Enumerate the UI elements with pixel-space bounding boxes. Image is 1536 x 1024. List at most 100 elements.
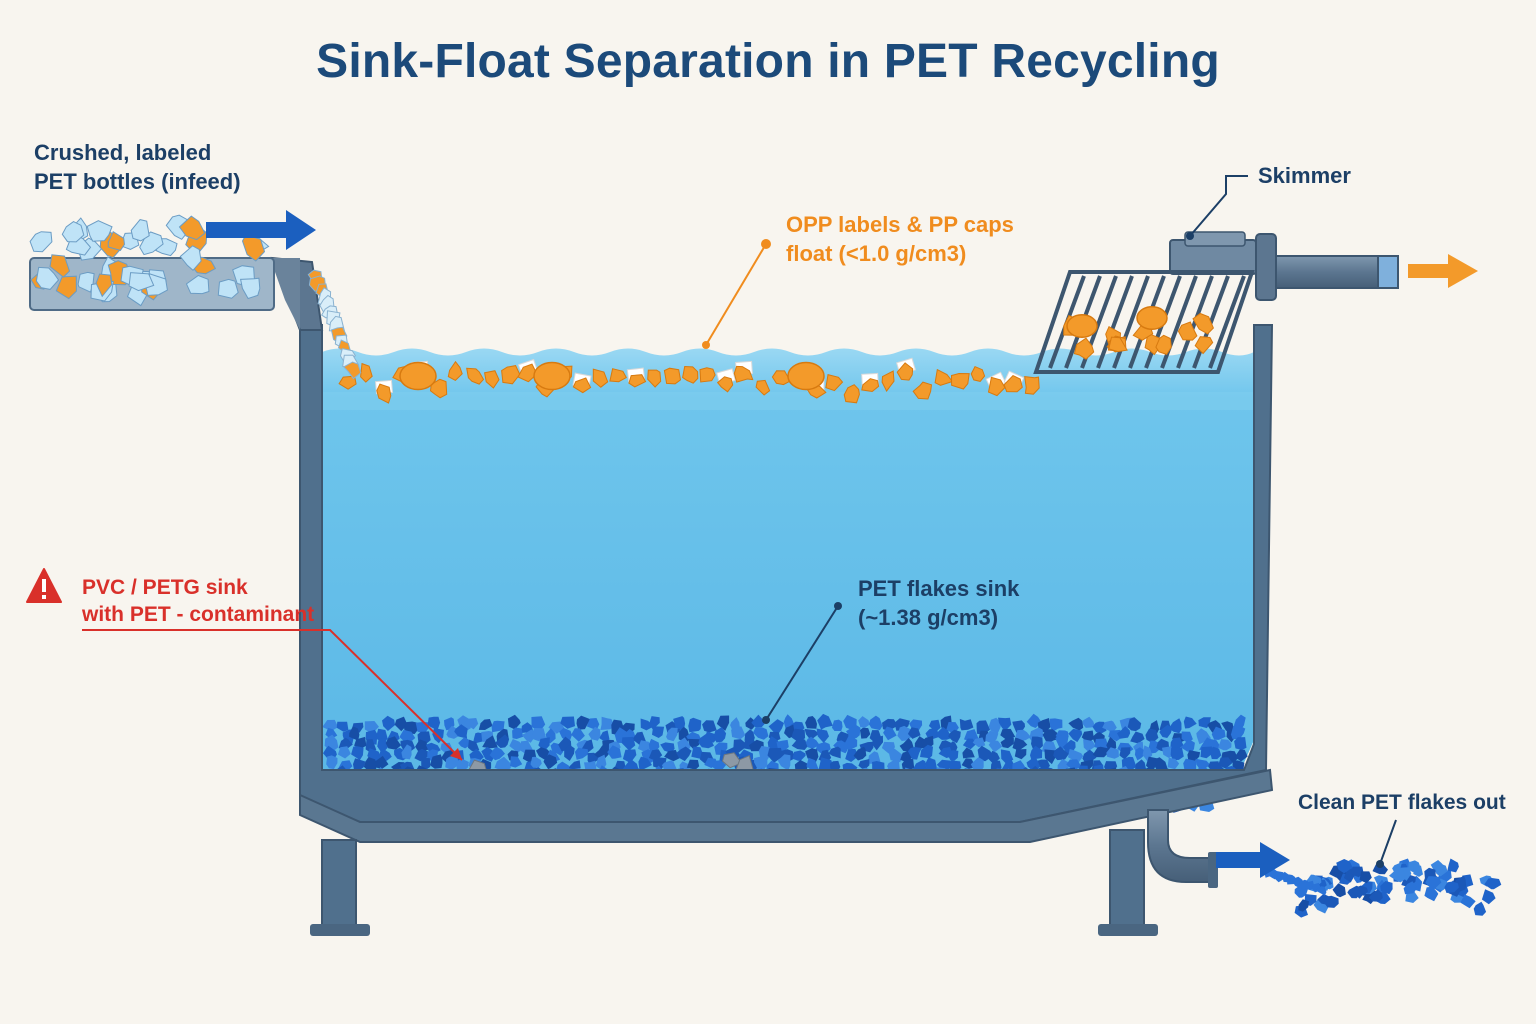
pet-flake xyxy=(660,742,675,754)
outlet-pet-flake xyxy=(1481,889,1496,905)
pet-flake xyxy=(1053,746,1069,761)
sink-label-line-2: (~1.38 g/cm3) xyxy=(858,605,999,630)
pet-flake xyxy=(853,746,867,761)
pet-flake xyxy=(753,727,769,740)
pet-flake xyxy=(337,746,351,759)
pet-flake xyxy=(385,736,401,750)
outlet-pet-flake xyxy=(1473,901,1487,916)
pet-flake xyxy=(648,716,660,730)
pet-flake xyxy=(510,756,523,768)
pet-flake xyxy=(427,716,441,731)
crushed-bottle-piece xyxy=(239,277,261,300)
pet-flake xyxy=(1183,716,1197,729)
outlet-pet-flake xyxy=(1436,863,1448,877)
pp-cap-fragment xyxy=(447,360,463,382)
outlet-leader-dot xyxy=(1376,860,1384,868)
falling-material-stream xyxy=(307,269,362,380)
pet-flake xyxy=(600,716,615,730)
pet-flake xyxy=(792,750,806,761)
pet-flake xyxy=(640,718,654,731)
rake-bar xyxy=(1208,275,1246,369)
pet-flake xyxy=(363,757,378,772)
outlet-label: Clean PET flakes out xyxy=(1298,791,1506,814)
crushed-bottle-piece xyxy=(241,234,266,262)
pet-flake xyxy=(1106,747,1119,759)
pet-flake xyxy=(1127,717,1142,732)
crushed-bottle-piece xyxy=(35,266,60,290)
pet-flake xyxy=(1170,747,1184,761)
outlet-pet-flake xyxy=(1332,883,1346,898)
pet-flake xyxy=(322,719,339,732)
crushed-bottle-piece xyxy=(179,245,202,272)
pp-cap-fragment xyxy=(881,370,895,392)
outlet-pipe xyxy=(1147,809,1213,883)
pet-flake xyxy=(1044,749,1056,765)
pet-flake xyxy=(1082,749,1097,763)
pet-flake xyxy=(507,714,521,730)
pp-cap-fragment xyxy=(843,384,860,404)
pet-flake xyxy=(920,744,933,759)
pet-flake xyxy=(881,741,895,754)
pet-flake xyxy=(607,745,622,759)
float-leader-line xyxy=(705,243,767,346)
pet-flake xyxy=(1102,720,1117,734)
pet-flake xyxy=(1057,758,1070,772)
warning-icon xyxy=(26,566,62,606)
pet-flake xyxy=(1094,738,1110,750)
pet-flake xyxy=(907,747,922,760)
pp-cap-fragment xyxy=(682,365,699,384)
skimmer-leader-line xyxy=(1189,175,1248,237)
pp-cap xyxy=(787,361,825,391)
sink-label-line-1: PET flakes sink xyxy=(858,576,1020,601)
pet-flake xyxy=(828,746,841,759)
pet-flake xyxy=(638,756,652,770)
pet-flake xyxy=(935,726,951,740)
pet-flake xyxy=(325,727,338,740)
skimmer-discharge-pipe xyxy=(1255,255,1397,289)
pet-flake xyxy=(666,727,678,742)
pp-cap xyxy=(399,361,437,391)
pet-flake xyxy=(676,746,692,762)
pet-flake xyxy=(805,716,817,729)
pet-flake xyxy=(867,751,881,764)
pet-flake xyxy=(749,739,764,752)
crushed-bottle-piece xyxy=(55,275,77,300)
pet-flake xyxy=(586,718,600,731)
outlet-pet-flake xyxy=(1444,881,1459,893)
pp-cap-fragment xyxy=(572,377,592,394)
pet-flake xyxy=(871,735,883,751)
tank-foot-left xyxy=(310,924,370,936)
pet-flake xyxy=(691,746,704,759)
outlet-pet-flake xyxy=(1368,889,1383,902)
pet-flake xyxy=(907,727,921,739)
collected-cap xyxy=(1136,306,1168,330)
pet-flake xyxy=(1234,737,1247,750)
pet-flake xyxy=(421,757,431,770)
pet-flake xyxy=(758,745,772,761)
crushed-bottle-piece xyxy=(29,231,53,253)
pet-flake xyxy=(804,728,820,741)
infeed-label-line-2: PET bottles (infeed) xyxy=(34,169,241,194)
pp-cap-fragment xyxy=(517,363,538,383)
pet-flake xyxy=(1092,721,1107,735)
pet-flake xyxy=(1145,728,1159,744)
pet-flake xyxy=(767,747,784,763)
pet-flake xyxy=(882,718,898,731)
pet-flake xyxy=(842,735,858,750)
pet-flake xyxy=(1218,757,1233,769)
pet-flake xyxy=(401,744,412,760)
falling-bottle-piece xyxy=(342,361,362,380)
outlet-pet-flake xyxy=(1323,895,1339,908)
pet-flake xyxy=(621,736,636,751)
pet-flake xyxy=(845,748,859,762)
pp-cap-fragment xyxy=(501,365,521,385)
pet-flake xyxy=(351,746,364,761)
outlet-pet-flake xyxy=(1484,878,1502,890)
pet-flake xyxy=(564,744,575,761)
skimmer-label: Skimmer xyxy=(1258,163,1351,188)
pet-flake xyxy=(791,737,808,750)
pet-flake xyxy=(768,719,784,733)
pet-flake xyxy=(1155,757,1168,770)
pp-cap-fragment xyxy=(934,368,954,386)
